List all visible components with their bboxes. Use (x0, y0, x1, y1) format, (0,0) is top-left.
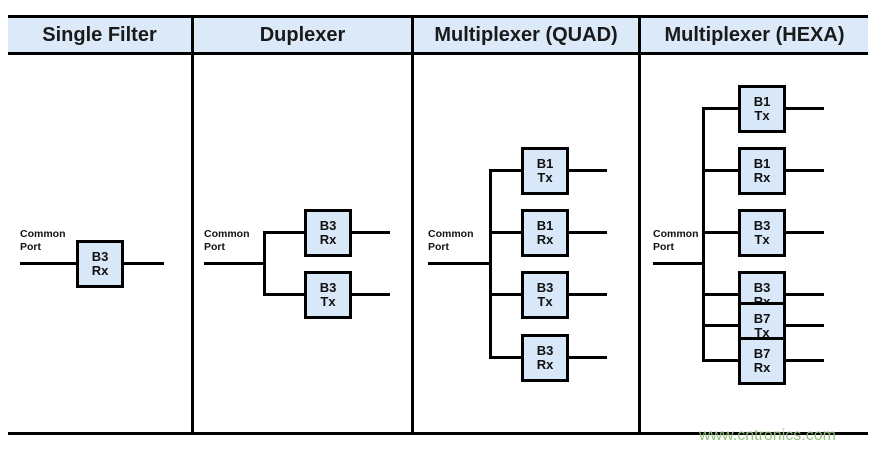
filter-band-label: B3 (536, 279, 554, 295)
common-port-label-single-filter: Common Port (20, 228, 66, 253)
filter-band-label: B1 (753, 93, 771, 109)
common-port-wire (428, 262, 492, 265)
column-body-multiplexer-hexa: Common Port B1 Tx B1 Rx B3 Tx (641, 55, 868, 432)
filter-block-b3-rx: B3 Rx (304, 209, 352, 257)
filter-direction-label: Tx (754, 232, 770, 247)
table-header-band (8, 18, 868, 52)
filter-direction-label: Rx (91, 263, 109, 278)
filter-band-label: B3 (319, 217, 337, 233)
column-divider-3 (638, 18, 641, 432)
branch-wire-b3-tx (489, 293, 521, 296)
column-body-duplexer: Common Port B3 Rx B3 Tx (194, 55, 411, 432)
common-port-wire (20, 262, 76, 265)
filter-direction-label: Tx (754, 108, 770, 123)
branch-wire-b3-tx (263, 293, 304, 296)
common-port-wire (204, 262, 266, 265)
filter-band-label: B3 (91, 248, 109, 264)
column-header-duplexer: Duplexer (259, 24, 346, 46)
splitter-trunk (702, 107, 705, 362)
column-body-single-filter: Common Port B3 Rx (8, 55, 191, 432)
filter-band-label: B3 (753, 279, 771, 295)
filter-direction-label: Rx (319, 232, 337, 247)
output-wire-b1-rx (786, 169, 824, 172)
column-header-multiplexer-quad: Multiplexer (QUAD) (434, 24, 618, 46)
filter-direction-label: Tx (754, 325, 770, 340)
filter-band-label: B3 (753, 217, 771, 233)
filter-block-b3-tx: B3 Tx (521, 271, 569, 319)
output-wire-b3-rx (124, 262, 164, 265)
branch-wire-b1-rx (702, 169, 738, 172)
filter-block-b3-tx: B3 Tx (738, 209, 786, 257)
output-wire-b3-rx (569, 356, 607, 359)
watermark-text: www.cntronics.com (699, 427, 836, 444)
output-wire-b3-tx (569, 293, 607, 296)
table-bottom-border (8, 432, 868, 435)
branch-wire-b3-tx (702, 231, 738, 234)
column-divider-2 (411, 18, 414, 432)
column-header-multiplexer-hexa: Multiplexer (HEXA) (664, 24, 845, 46)
filter-direction-label: Rx (536, 357, 554, 372)
filter-block-b1-tx: B1 Tx (521, 147, 569, 195)
branch-wire-b7-rx (702, 359, 738, 362)
filter-band-label: B7 (753, 345, 771, 361)
filter-band-label: B1 (536, 217, 554, 233)
output-wire-b7-rx (786, 359, 824, 362)
branch-wire-b1-tx (702, 107, 738, 110)
filter-direction-label: Tx (537, 170, 553, 185)
filter-band-label: B1 (536, 155, 554, 171)
output-wire-b3-tx (352, 293, 390, 296)
table-top-border (8, 15, 868, 18)
common-port-label-multiplexer-hexa: Common Port (653, 228, 699, 253)
filter-block-b1-rx: B1 Rx (521, 209, 569, 257)
output-wire-b7-tx (786, 324, 824, 327)
filter-block-b1-rx: B1 Rx (738, 147, 786, 195)
splitter-trunk (263, 231, 266, 296)
filter-block-b3-tx: B3 Tx (304, 271, 352, 319)
filter-band-label: B3 (536, 342, 554, 358)
output-wire-b3-rx (786, 293, 824, 296)
output-wire-b3-rx (352, 231, 390, 234)
splitter-trunk (489, 169, 492, 359)
output-wire-b1-tx (786, 107, 824, 110)
filter-block-b7-rx: B7 Rx (738, 337, 786, 385)
filter-direction-label: Rx (753, 360, 771, 375)
filter-direction-label: Rx (536, 232, 554, 247)
branch-wire-b3-rx (702, 293, 738, 296)
output-wire-b1-rx (569, 231, 607, 234)
branch-wire-b3-rx (489, 356, 521, 359)
branch-wire-b1-rx (489, 231, 521, 234)
filter-block-b3-rx: B3 Rx (76, 240, 124, 288)
filter-direction-label: Tx (537, 294, 553, 309)
filter-direction-label: Tx (320, 294, 336, 309)
branch-wire-b1-tx (489, 169, 521, 172)
output-wire-b1-tx (569, 169, 607, 172)
filter-band-label: B7 (753, 310, 771, 326)
common-port-wire (653, 262, 705, 265)
column-header-single-filter: Single Filter (42, 24, 157, 46)
comparison-table: Single Filter Duplexer Multiplexer (QUAD… (8, 15, 868, 435)
filter-band-label: B1 (753, 155, 771, 171)
table-header-border (8, 52, 868, 55)
column-body-multiplexer-quad: Common Port B1 Tx B1 Rx B3 Tx B3 (414, 55, 638, 432)
output-wire-b3-tx (786, 231, 824, 234)
filter-direction-label: Rx (753, 170, 771, 185)
common-port-label-duplexer: Common Port (204, 228, 250, 253)
common-port-label-multiplexer-quad: Common Port (428, 228, 474, 253)
column-divider-1 (191, 18, 194, 432)
filter-band-label: B3 (319, 279, 337, 295)
filter-block-b1-tx: B1 Tx (738, 85, 786, 133)
branch-wire-b7-tx (702, 324, 738, 327)
branch-wire-b3-rx (263, 231, 304, 234)
filter-block-b3-rx: B3 Rx (521, 334, 569, 382)
